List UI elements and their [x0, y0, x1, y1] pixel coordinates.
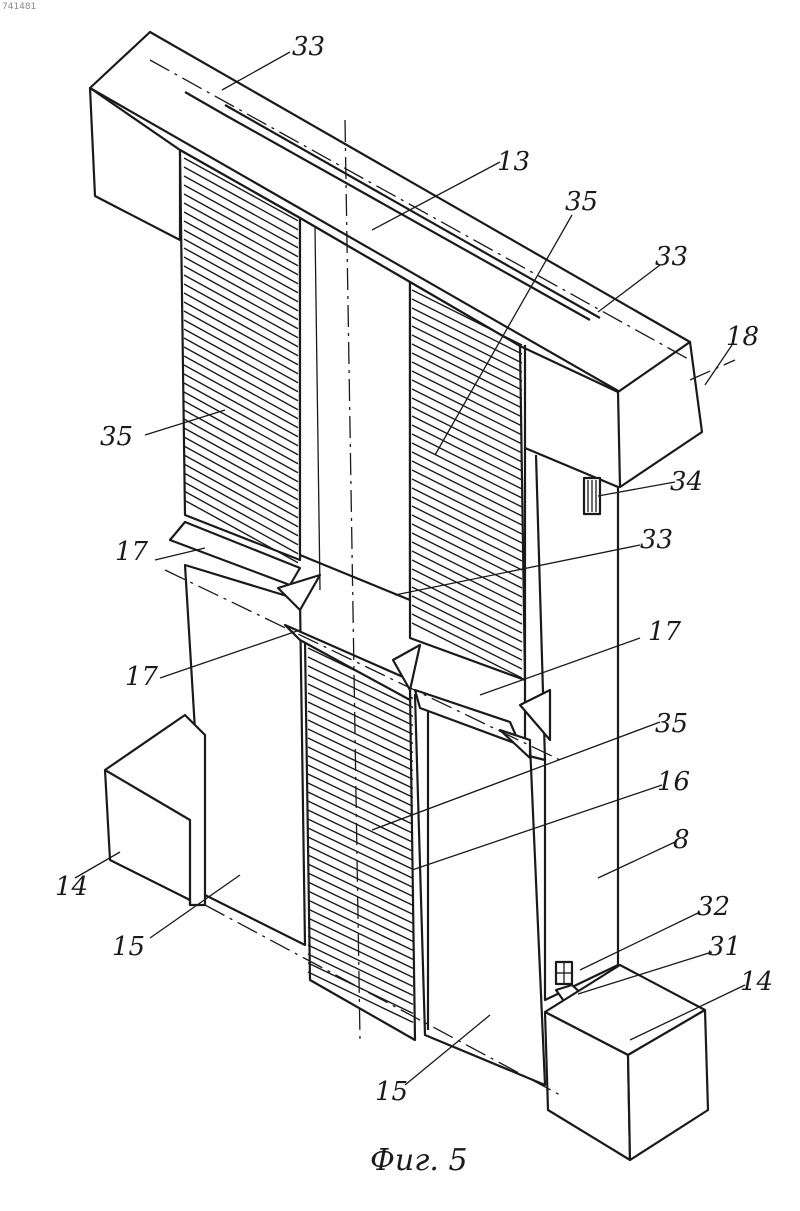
label-17-left-lower: 17 — [125, 662, 159, 692]
figure-caption: Фиг. 5 — [370, 1143, 468, 1178]
label-17-left-upper: 17 — [115, 537, 149, 567]
corner-code: 741481 — [2, 2, 36, 12]
label-31: 31 — [708, 932, 741, 962]
label-16: 16 — [657, 767, 690, 797]
label-33-top: 33 — [292, 32, 325, 62]
center-upper-panel — [300, 218, 410, 600]
label-13: 13 — [497, 147, 530, 177]
label-18: 18 — [726, 322, 759, 352]
label-32: 32 — [697, 892, 730, 922]
label-35-top: 35 — [565, 187, 598, 217]
right-upper-panel — [410, 282, 525, 680]
label-14-right: 14 — [740, 967, 773, 997]
label-8: 8 — [673, 825, 690, 855]
label-35-left: 35 — [100, 422, 133, 452]
label-15-bottom: 15 — [375, 1077, 408, 1107]
label-14-left: 14 — [55, 872, 88, 902]
label-17-right: 17 — [648, 617, 682, 647]
left-base-block — [105, 715, 205, 905]
label-35-mid: 35 — [655, 709, 688, 739]
left-upper-panel — [180, 150, 300, 563]
label-33-mid: 33 — [640, 525, 673, 555]
label-34: 34 — [670, 467, 703, 497]
label-33-right: 33 — [655, 242, 688, 272]
label-15-left: 15 — [112, 932, 145, 962]
